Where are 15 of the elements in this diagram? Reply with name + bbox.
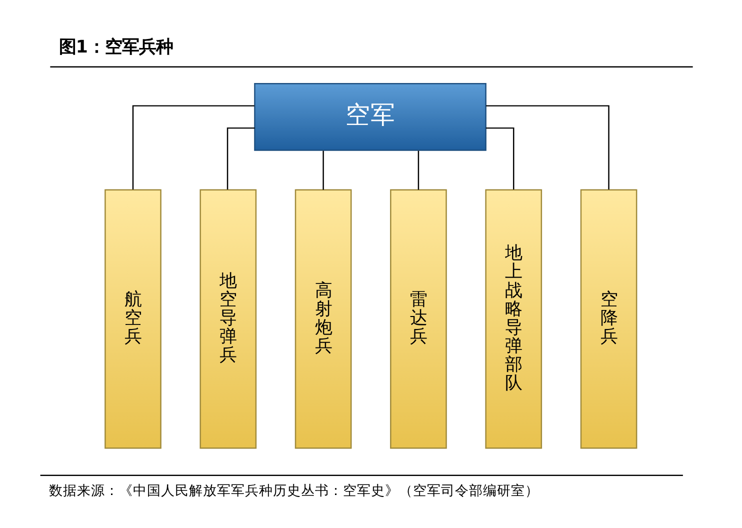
connector <box>322 150 324 190</box>
node-box: 地空导弹兵 <box>199 189 256 449</box>
node-box: 高射炮兵 <box>294 189 352 449</box>
connector <box>485 127 514 190</box>
caption: 数据来源：《中国人民解放军军兵种历史丛书：空军史》（空军司令部编研室） <box>48 482 538 499</box>
diagram-title: 图1：空军兵种 <box>58 37 172 58</box>
connector <box>486 105 609 190</box>
connector <box>417 150 419 190</box>
node-box: 雷达兵 <box>390 189 446 449</box>
node-box: 航空兵 <box>104 189 161 449</box>
connector <box>226 127 254 190</box>
node-box: 空军 <box>254 82 486 151</box>
connector <box>132 105 254 190</box>
node-box: 空降兵 <box>580 189 637 449</box>
node-box: 地上战略导弹部队 <box>484 189 542 449</box>
